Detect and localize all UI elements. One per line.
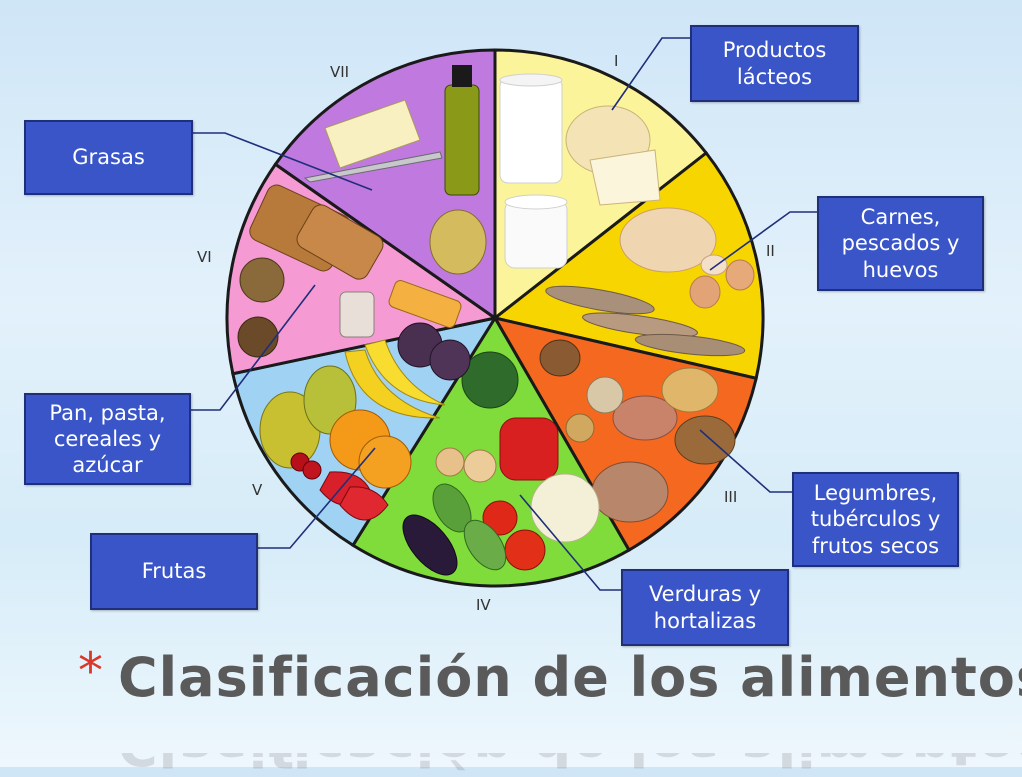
sugar-jar-icon (339, 291, 375, 338)
connector-lacteos (611, 37, 690, 111)
cereal-bowl-icon (237, 257, 285, 358)
strawberry-icon (319, 471, 389, 521)
banana-icon (344, 339, 446, 419)
knife-icon (303, 151, 443, 183)
label-frutas: Frutas (90, 533, 258, 610)
connector-grasas (192, 132, 373, 191)
butter-icon (324, 99, 421, 169)
numeral-ii: II (766, 242, 775, 260)
page-title: Clasificación de los alimentos (118, 646, 1022, 709)
connector-pan (190, 284, 316, 411)
connector-carnes (709, 211, 818, 271)
numeral-iii: III (724, 488, 738, 506)
cheese-icon (565, 105, 661, 206)
numeral-vii: VII (330, 63, 350, 81)
bread-icon (249, 184, 384, 280)
onion-icon (435, 447, 497, 483)
nuts-icon (565, 376, 624, 443)
potato-icon (539, 339, 736, 465)
fish-icon (545, 285, 746, 357)
numeral-vi: VI (197, 248, 212, 266)
eggplant-icon (402, 514, 458, 576)
label-pan-pasta-cereales-azucar: Pan, pasta, cereales y azúcar (24, 393, 191, 485)
lettuce-icon (461, 351, 519, 409)
milk-glass-icon (499, 73, 563, 184)
orange-icon (329, 409, 412, 489)
egg-icon (689, 254, 755, 309)
sector-carnes (491, 150, 765, 381)
yogurt-icon (504, 194, 568, 269)
oil-jug-icon (429, 209, 487, 275)
connector-verduras (519, 494, 622, 591)
label-verduras-hortalizas: Verduras y hortalizas (621, 569, 789, 646)
pasta-icon (388, 280, 462, 328)
title-area: * Clasificación de los alimentos Clasifi… (78, 640, 1022, 740)
label-legumbres-tuberculos-frutos-secos: Legumbres, tubérculos y frutos secos (792, 472, 959, 567)
title-bullet: * (78, 642, 103, 700)
connector-frutas (258, 447, 376, 549)
oil-bottle-icon (444, 65, 480, 196)
cauliflower-icon (530, 473, 600, 543)
label-productos-lacteos: Productos lácteos (690, 25, 859, 102)
numeral-v: V (252, 481, 263, 499)
label-grasas: Grasas (24, 120, 193, 195)
beans-icon (591, 461, 669, 523)
label-carnes-pescados-huevos: Carnes, pescados y huevos (817, 196, 984, 291)
numeral-iv: IV (476, 596, 491, 614)
connector-legumbres (699, 429, 792, 493)
cucumber-icon (432, 483, 507, 571)
cherry-icon (290, 452, 322, 480)
chicken-icon (619, 207, 717, 273)
pepper-icon (499, 417, 559, 481)
grapes-icon (397, 322, 471, 381)
numeral-i: I (614, 52, 619, 70)
